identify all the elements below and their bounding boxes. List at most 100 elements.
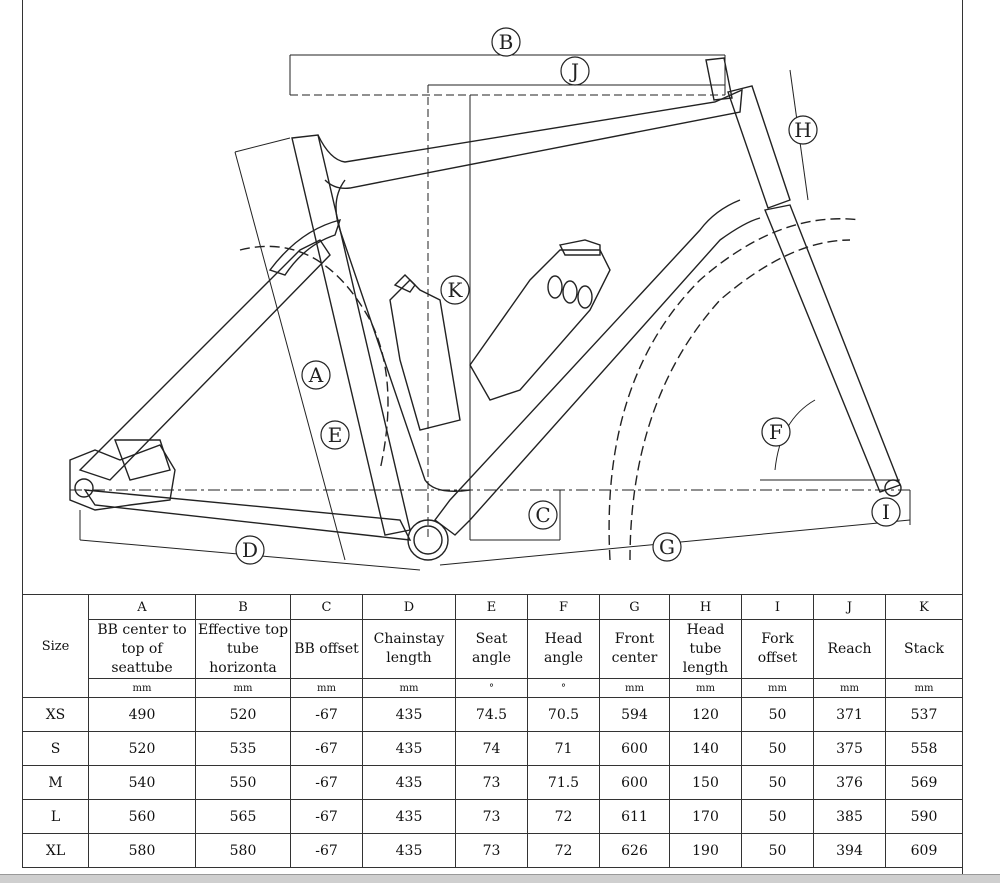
value-cell: -67 <box>290 697 363 732</box>
value-cell: 50 <box>741 799 814 834</box>
column-letter: J <box>813 594 886 620</box>
column-name: Head tube length <box>669 619 742 679</box>
column-unit: mm <box>813 678 886 698</box>
value-cell: 435 <box>362 697 456 732</box>
label-f: F <box>769 420 783 444</box>
bottle-2 <box>469 249 611 401</box>
left-border <box>22 0 23 594</box>
down-tube <box>434 199 761 536</box>
size-header: Size <box>22 594 89 698</box>
value-cell: 540 <box>88 765 196 800</box>
seat-tube <box>291 134 411 536</box>
column-name: BB center to top of seattube <box>88 619 196 679</box>
bike-frame-diagram: B J H K A E C D G F I <box>69 27 911 571</box>
value-cell: 140 <box>669 731 742 766</box>
size-cell: XL <box>22 833 89 868</box>
value-cell: 120 <box>669 697 742 732</box>
value-cell: 590 <box>885 799 963 834</box>
value-cell: -67 <box>290 731 363 766</box>
value-cell: 72 <box>527 833 600 868</box>
value-cell: 520 <box>88 731 196 766</box>
label-k: K <box>448 278 464 302</box>
value-cell: -67 <box>290 833 363 868</box>
value-cell: 490 <box>88 697 196 732</box>
value-cell: 50 <box>741 697 814 732</box>
column-unit: mm <box>88 678 196 698</box>
value-cell: 394 <box>813 833 886 868</box>
value-cell: 71.5 <box>527 765 600 800</box>
label-e: E <box>328 423 343 447</box>
right-border <box>962 0 963 874</box>
column-letter: E <box>455 594 528 620</box>
column-name: Chainstay length <box>362 619 456 679</box>
value-cell: 580 <box>88 833 196 868</box>
value-cell: 435 <box>362 731 456 766</box>
value-cell: 50 <box>741 731 814 766</box>
value-cell: 50 <box>741 833 814 868</box>
value-cell: 535 <box>195 731 291 766</box>
value-cell: 609 <box>885 833 963 868</box>
column-letter: H <box>669 594 742 620</box>
column-unit: ° <box>455 678 528 698</box>
label-a: A <box>308 363 324 387</box>
column-unit: mm <box>195 678 291 698</box>
value-cell: 73 <box>455 833 528 868</box>
value-cell: 537 <box>885 697 963 732</box>
value-cell: 385 <box>813 799 886 834</box>
value-cell: 73 <box>455 765 528 800</box>
front-wheel-arc <box>608 218 861 561</box>
value-cell: 520 <box>195 697 291 732</box>
label-d: D <box>242 538 258 562</box>
bottom-bar <box>0 874 1000 883</box>
fork <box>764 204 901 493</box>
chainstay <box>83 489 412 541</box>
column-name: Seat angle <box>455 619 528 679</box>
label-b: B <box>499 30 514 54</box>
column-letter: K <box>885 594 963 620</box>
label-i: I <box>882 500 890 524</box>
value-cell: 435 <box>362 799 456 834</box>
value-cell: 600 <box>599 765 670 800</box>
column-name: Stack <box>885 619 963 679</box>
value-cell: 70.5 <box>527 697 600 732</box>
value-cell: 560 <box>88 799 196 834</box>
column-letter: I <box>741 594 814 620</box>
value-cell: 170 <box>669 799 742 834</box>
size-cell: M <box>22 765 89 800</box>
value-cell: 626 <box>599 833 670 868</box>
column-name: Head angle <box>527 619 600 679</box>
column-letter: C <box>290 594 363 620</box>
column-letter: A <box>88 594 196 620</box>
column-unit: ° <box>527 678 600 698</box>
value-cell: 550 <box>195 765 291 800</box>
value-cell: 71 <box>527 731 600 766</box>
column-name: Reach <box>813 619 886 679</box>
value-cell: -67 <box>290 765 363 800</box>
rear-axle <box>74 478 94 498</box>
label-h: H <box>794 118 811 142</box>
value-cell: 72 <box>527 799 600 834</box>
size-cell: S <box>22 731 89 766</box>
column-unit: mm <box>599 678 670 698</box>
column-name: BB offset <box>290 619 363 679</box>
value-cell: 594 <box>599 697 670 732</box>
value-cell: -67 <box>290 799 363 834</box>
value-cell: 375 <box>813 731 886 766</box>
value-cell: 73 <box>455 799 528 834</box>
value-cell: 600 <box>599 731 670 766</box>
label-g: G <box>659 535 675 559</box>
value-cell: 611 <box>599 799 670 834</box>
size-cell: L <box>22 799 89 834</box>
column-name: Front center <box>599 619 670 679</box>
column-unit: mm <box>885 678 963 698</box>
column-unit: mm <box>741 678 814 698</box>
